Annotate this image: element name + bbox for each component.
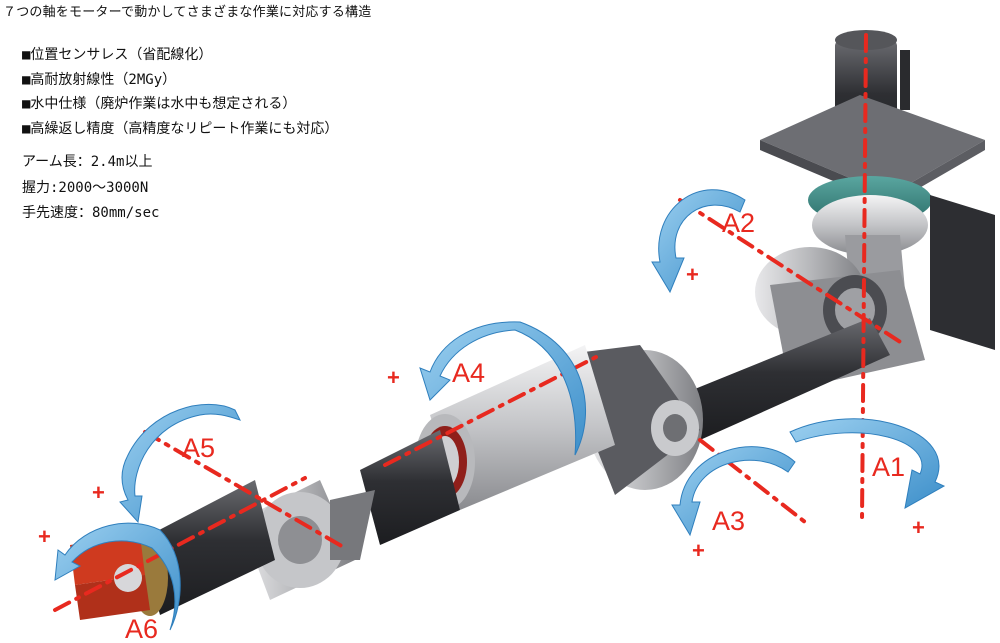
axis-line-a1 xyxy=(860,33,868,522)
plus-sign-a3: + xyxy=(692,538,705,563)
upper-arm xyxy=(680,318,890,440)
axis-label-a1: A1 xyxy=(872,452,905,482)
rotation-arrow-a2 xyxy=(651,189,746,294)
rotation-arrow-a1 xyxy=(789,418,946,509)
rotation-arrow-a6 xyxy=(54,522,181,631)
rotation-arrow-a4 xyxy=(419,321,587,456)
rotation-arrow-a5 xyxy=(119,403,241,524)
spec-list: アーム長：2.4m以上 握力:2000～3000N 手先速度：80mm/sec xyxy=(22,150,159,227)
feature-item: ■高繰返し精度（高精度なリピート作業にも対応） xyxy=(22,120,339,137)
plus-sign-a6: + xyxy=(38,524,51,549)
rotation-arrow-a3 xyxy=(671,446,796,537)
axis-label-a5: A5 xyxy=(182,433,215,463)
axis-line-a3 xyxy=(698,438,807,524)
wrist-housing xyxy=(240,480,375,600)
plus-sign-a5: + xyxy=(92,480,105,505)
axis-label-a2: A2 xyxy=(722,208,755,238)
base-assembly xyxy=(760,30,995,350)
diagram-title: ７つの軸をモーターで動かしてさまざまな作業に対応する構造 xyxy=(3,5,372,20)
plus-sign-a1: + xyxy=(912,515,925,540)
axis-line-a2 xyxy=(678,198,907,347)
rotation-arrows xyxy=(54,189,946,631)
feature-item: ■高耐放射線性（2MGy） xyxy=(22,71,177,88)
spec-grip-force: 握力:2000～3000N xyxy=(22,179,149,196)
axis-label-a4: A4 xyxy=(452,358,485,388)
axis-label-a3: A3 xyxy=(712,506,745,536)
feature-item: ■位置センサレス（省配線化） xyxy=(22,47,213,63)
plus-sign-a2: + xyxy=(686,262,699,287)
axis-line-a5 xyxy=(143,430,347,550)
spec-hand-speed: 手先速度：80mm/sec xyxy=(22,205,160,221)
plus-sign-a4: + xyxy=(387,365,400,390)
feature-item: ■水中仕様（廃炉作業は水中も想定される） xyxy=(22,96,297,112)
axis-labels: A2 A1 A3 A4 A5 A6 xyxy=(125,208,905,643)
spec-arm-length: アーム長：2.4m以上 xyxy=(22,154,153,170)
plus-signs: + + + + + + xyxy=(38,262,925,563)
axis-label-a6: A6 xyxy=(125,614,158,643)
feature-list: ■位置センサレス（省配線化） ■高耐放射線性（2MGy） ■水中仕様（廃炉作業は… xyxy=(22,43,338,141)
axis-line-a6 xyxy=(53,476,307,612)
